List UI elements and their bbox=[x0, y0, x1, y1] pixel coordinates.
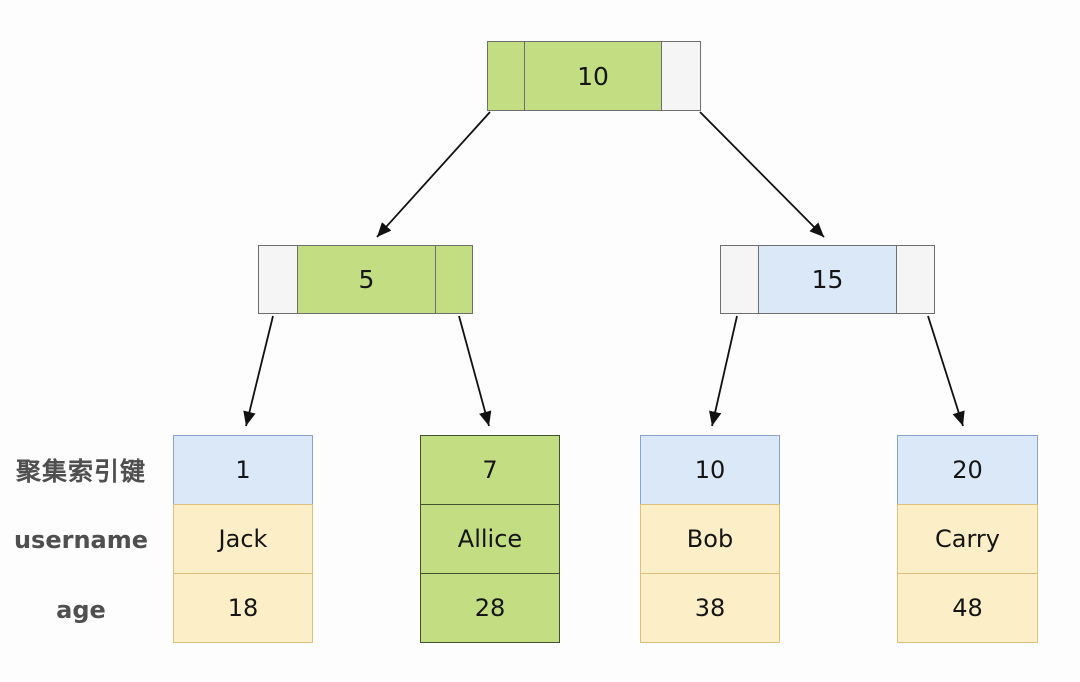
row-label-clustered-index-key: 聚集索引键 bbox=[15, 457, 146, 486]
leaf-age-cell: 28 bbox=[420, 573, 560, 643]
internal-right-key-cell: 15 bbox=[758, 246, 898, 313]
edge-right-to-leaf4 bbox=[927, 315, 965, 427]
leaf-username-cell: Carry bbox=[897, 504, 1038, 574]
internal-left-pointer-right bbox=[436, 246, 472, 313]
edge-root-to-left bbox=[376, 111, 491, 238]
row-label-age: age bbox=[56, 596, 106, 624]
root-pointer-left bbox=[488, 42, 525, 110]
internal-left-pointer-left bbox=[259, 246, 298, 313]
leaf-key-cell: 7 bbox=[420, 435, 560, 505]
root-node: 10 bbox=[487, 41, 701, 111]
edge-left-to-leaf1 bbox=[243, 315, 274, 427]
root-key-cell: 10 bbox=[524, 42, 663, 110]
internal-left-key-cell: 5 bbox=[297, 246, 437, 313]
leaf-age-cell: 18 bbox=[173, 573, 313, 643]
internal-node-right: 15 bbox=[720, 245, 935, 314]
leaf-key-cell: 10 bbox=[640, 435, 780, 505]
leaf-key-cell: 1 bbox=[173, 435, 313, 505]
internal-node-left: 5 bbox=[258, 245, 473, 314]
leaf-username-cell: Bob bbox=[640, 504, 780, 574]
edge-right-to-leaf3 bbox=[709, 315, 738, 427]
row-label-username: username bbox=[13, 526, 149, 554]
internal-right-pointer-right bbox=[897, 246, 934, 313]
leaf-age-cell: 48 bbox=[897, 573, 1038, 643]
internal-right-pointer-left bbox=[721, 246, 759, 313]
leaf-username-cell: Allice bbox=[420, 504, 560, 574]
leaf-key-cell: 20 bbox=[897, 435, 1038, 505]
edge-root-to-right bbox=[699, 111, 825, 238]
leaf-record-1: 1 Jack 18 bbox=[173, 435, 313, 643]
root-pointer-right bbox=[662, 42, 700, 110]
leaf-age-cell: 38 bbox=[640, 573, 780, 643]
leaf-username-cell: Jack bbox=[173, 504, 313, 574]
leaf-record-4: 20 Carry 48 bbox=[897, 435, 1038, 643]
leaf-record-2: 7 Allice 28 bbox=[420, 435, 560, 643]
edge-left-to-leaf2 bbox=[458, 315, 492, 427]
leaf-record-3: 10 Bob 38 bbox=[640, 435, 780, 643]
